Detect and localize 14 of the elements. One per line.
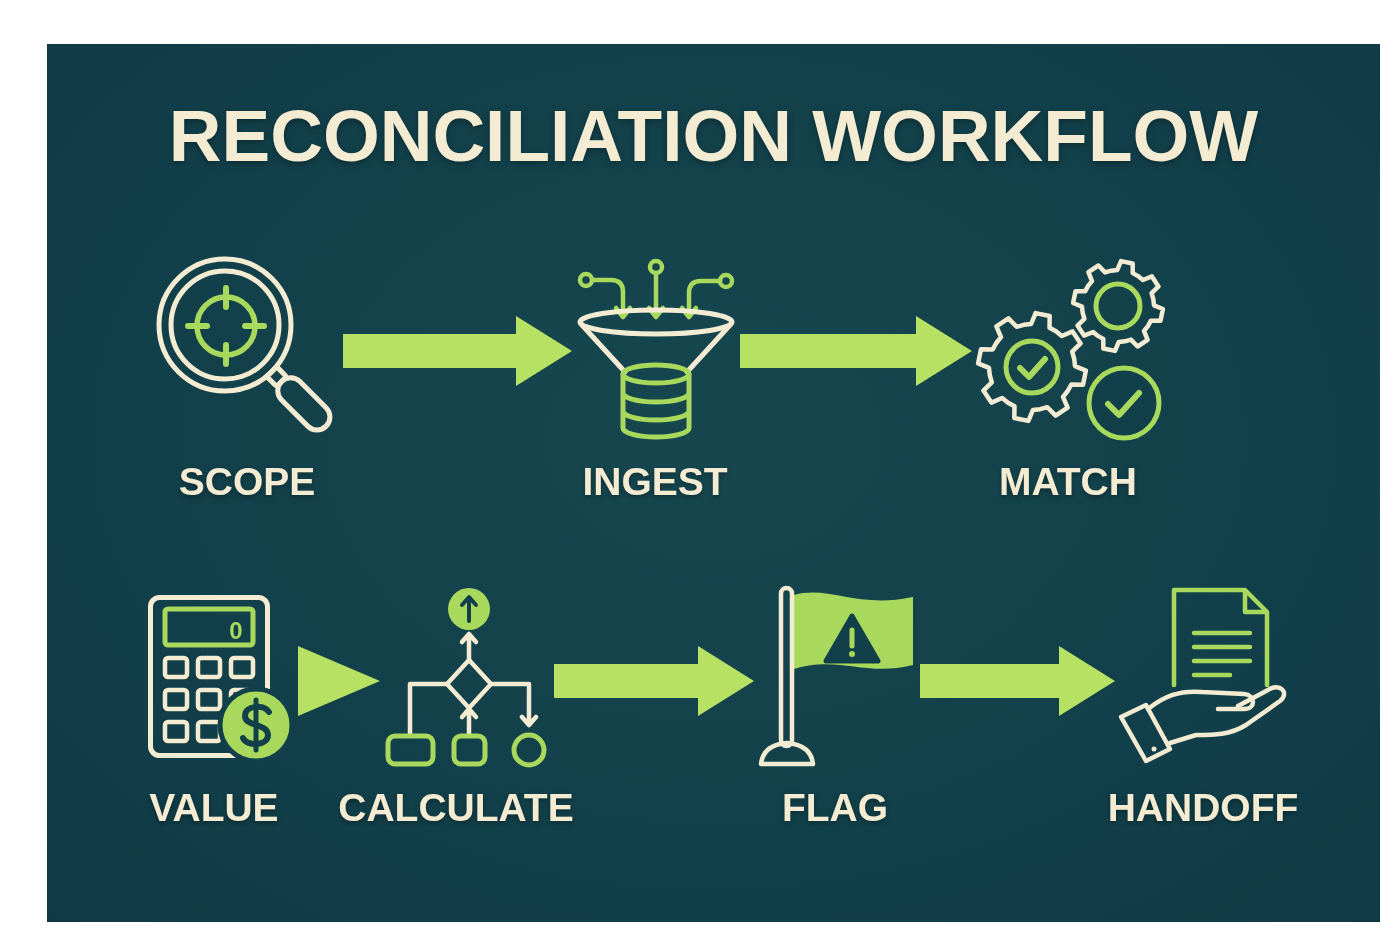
arrow bbox=[740, 316, 972, 386]
step-label: FLAG bbox=[781, 787, 889, 827]
arrow bbox=[920, 646, 1115, 716]
arrow bbox=[343, 316, 572, 386]
step-label: SCOPE bbox=[178, 461, 316, 501]
step-label: HANDOFF bbox=[1107, 787, 1299, 827]
step-label: VALUE bbox=[149, 787, 279, 827]
arrow bbox=[298, 646, 380, 716]
step-label: MATCH bbox=[999, 461, 1137, 501]
arrow bbox=[554, 646, 754, 716]
diagram-title: RECONCILIATION WORKFLOW bbox=[168, 99, 1259, 172]
step-label: CALCULATE bbox=[338, 787, 574, 827]
step-label: INGEST bbox=[582, 461, 728, 501]
display-digit: 0 bbox=[229, 619, 243, 643]
